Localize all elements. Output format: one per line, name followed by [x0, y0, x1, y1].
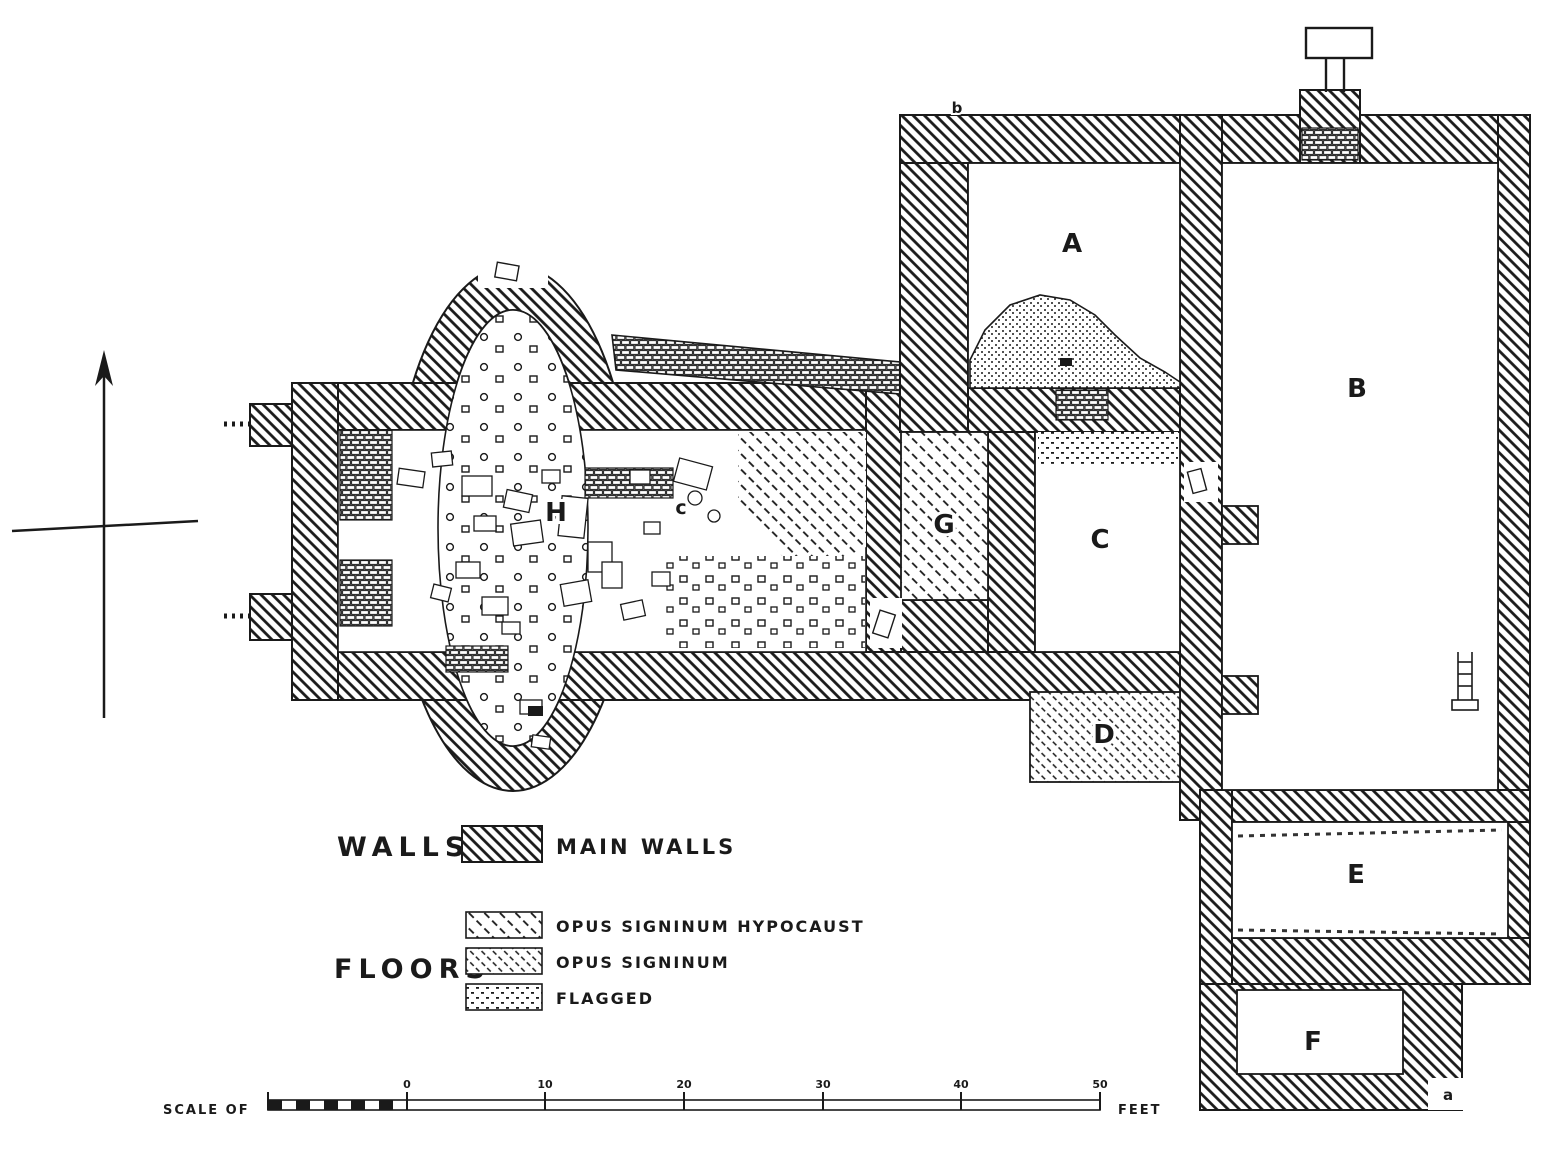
room-label-c-small: c: [675, 497, 686, 519]
room-e: [1231, 821, 1509, 939]
room-d-opus-signinum-floor: [1029, 691, 1181, 783]
brick-fragment: [584, 467, 674, 499]
room-label-a: A: [1062, 229, 1082, 259]
room-labels: A B C D E F G H c b a: [542, 97, 1455, 1106]
dark-stone: [528, 706, 543, 716]
scale-tick-10: 10: [537, 1078, 553, 1091]
legend-label-opus-signinum-hypocaust: OPUS SIGNINUM HYPOCAUST: [556, 917, 865, 936]
legend-label-opus-signinum: OPUS SIGNINUM: [556, 953, 730, 972]
scale-prefix: SCALE OF: [163, 1103, 250, 1118]
north-arrow: [11, 350, 199, 718]
west-wall-of-room-a: [899, 162, 969, 433]
section-marker-b: b: [952, 99, 963, 117]
east-complex: [870, 26, 1531, 1111]
room-b: [1221, 162, 1499, 791]
scale-tick-20: 20: [676, 1078, 692, 1091]
room-f: [1236, 989, 1404, 1075]
bath-wing: [224, 261, 1225, 792]
section-marker-a: a: [1443, 1086, 1453, 1104]
scale-tick-40: 40: [953, 1078, 969, 1091]
hall-opus-signinum-floor: [738, 432, 866, 574]
room-c: [1034, 431, 1181, 653]
brick-fragment: [339, 429, 393, 521]
room-label-d: D: [1093, 720, 1115, 750]
legend-label-main-walls: MAIN WALLS: [556, 835, 736, 859]
chimney-top: [1304, 26, 1374, 60]
brick-fragment: [339, 559, 393, 627]
room-label-h: H: [545, 498, 567, 528]
rubble-line-e-top: [1237, 828, 1503, 838]
brick-fragment: [445, 645, 509, 673]
legend-swatch-opus-signinum-hypocaust: [465, 911, 543, 939]
wall-below-g: [900, 599, 989, 653]
flue-brick: [1301, 127, 1359, 161]
room-label-e: E: [1347, 860, 1365, 890]
scale-tick-0: 0: [403, 1078, 411, 1091]
buttress-tab: [1221, 505, 1259, 545]
legend-label-flagged: FLAGGED: [556, 989, 654, 1008]
scale-bar: SCALE OF 0 10 20 30 40 50 FEET: [163, 1078, 1162, 1118]
corner-notch: [1428, 1078, 1464, 1110]
legend-walls-title: WALLS: [337, 832, 470, 863]
south-wall-of-room-b: [1221, 789, 1531, 823]
legend-floors-title: FLOORS: [334, 954, 491, 985]
legend-swatch-opus-signinum: [465, 947, 543, 975]
hall-north-wall: [291, 382, 907, 431]
rubble-spread-room-a: [969, 294, 1181, 389]
hall-west-wall: [291, 382, 339, 701]
legend-swatch-main-walls: [461, 825, 543, 863]
scale-tick-50: 50: [1092, 1078, 1108, 1091]
buttress-tab: [1221, 675, 1259, 715]
north-arrow-head: [95, 350, 113, 386]
room-label-b: B: [1347, 374, 1367, 404]
flagged-patch-above-c: [1038, 432, 1178, 466]
legend: WALLS MAIN WALLS FLOORS OPUS SIGNINUM HY…: [334, 825, 865, 1011]
room-label-f: F: [1304, 1027, 1322, 1057]
wall-below-e: [1231, 937, 1531, 985]
room-g-hypocaust-floor: [900, 431, 989, 601]
legend-swatch-flagged: [465, 983, 543, 1011]
wall-between-g-and-c: [987, 431, 1036, 653]
scale-unit: FEET: [1118, 1103, 1162, 1118]
room-label-g: G: [933, 510, 954, 540]
scale-tick-30: 30: [815, 1078, 831, 1091]
room-label-c: C: [1090, 525, 1109, 555]
brick-course-below-a: [1055, 389, 1109, 421]
steps-feature-room-b: [1451, 652, 1479, 711]
rubble-line-e-bottom: [1237, 928, 1503, 936]
hall-pilae-grid: [662, 556, 865, 648]
